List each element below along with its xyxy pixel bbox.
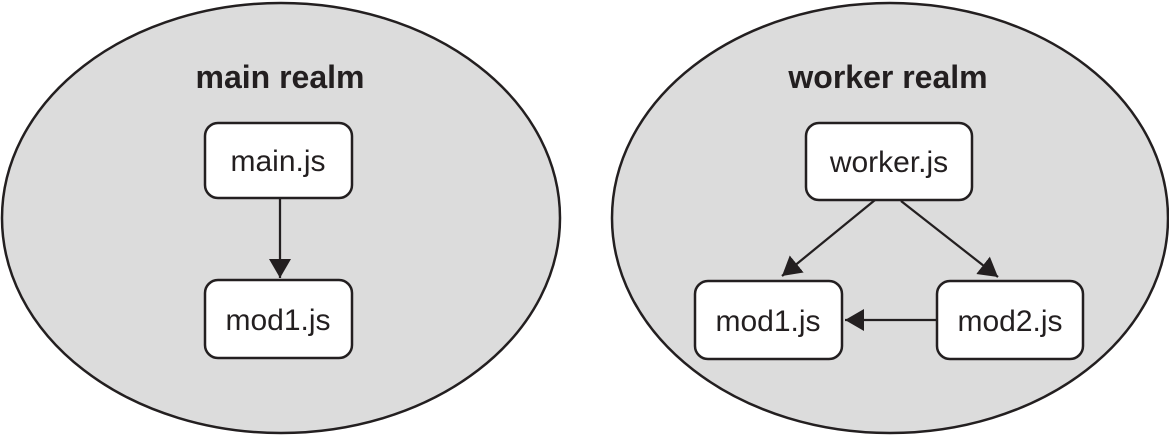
node-main-js: main.js	[203, 121, 354, 200]
node-mod2-js-box	[935, 279, 1085, 361]
node-mod1-js-main-label: mod1.js	[225, 304, 330, 337]
edge-workerjs-to-mod1js	[781, 199, 876, 277]
node-mod1-js-main: mod1.js	[203, 278, 354, 360]
node-worker-js: worker.js	[804, 121, 974, 202]
node-main-js-box	[203, 121, 354, 200]
node-worker-js-label: worker.js	[829, 146, 948, 179]
node-mod2-js: mod2.js	[935, 279, 1085, 361]
node-mod1-js-worker-box	[693, 279, 844, 361]
node-mod2-js-label: mod2.js	[957, 305, 1062, 338]
edge-workerjs-to-mod2js	[900, 200, 999, 278]
main-realm-group: main realm main.js mod1.js	[0, 1, 562, 435]
node-mod1-js-main-box	[203, 278, 354, 360]
main-realm-title: main realm	[196, 59, 365, 95]
node-mod1-js-worker: mod1.js	[693, 279, 844, 361]
node-main-js-label: main.js	[230, 145, 325, 178]
node-mod1-js-worker-label: mod1.js	[715, 305, 820, 338]
worker-realm-group: worker realm worker.js mod1.js mod2.js	[610, 1, 1169, 435]
worker-realm-title: worker realm	[787, 59, 987, 95]
node-worker-js-box	[804, 121, 974, 202]
